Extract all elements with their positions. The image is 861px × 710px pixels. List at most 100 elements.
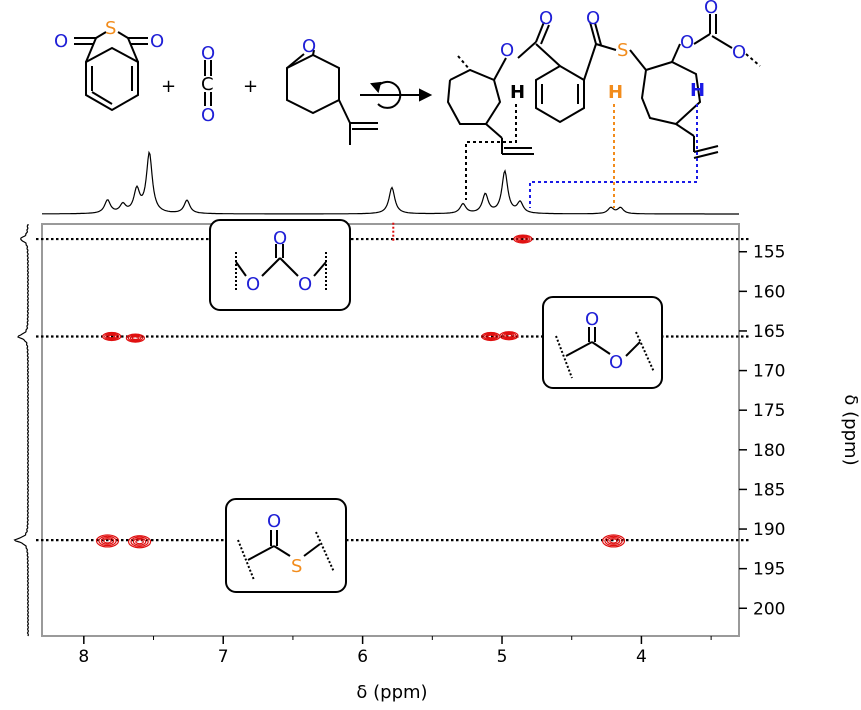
y-tick-label: 170 (753, 362, 785, 382)
contour-ring (130, 536, 149, 547)
contour-ring (102, 331, 122, 342)
cross-peak (513, 234, 533, 244)
assignment-connectors (465, 104, 698, 208)
sulfur-label: S (105, 18, 116, 39)
oxygen-label: O (500, 40, 514, 61)
oxygen-label: O (201, 43, 215, 64)
contour-ring (606, 536, 621, 545)
carbon-projection-spectrum (13, 224, 30, 637)
contour-ring (499, 331, 519, 341)
y-tick-label: 160 (753, 282, 785, 302)
x-tick-label: 6 (357, 647, 368, 667)
oxygen-label: O (609, 352, 623, 373)
y-tick-label: 200 (753, 599, 785, 619)
artifact-dot (392, 222, 395, 225)
contour-ring (104, 332, 120, 341)
proton-label-orange: H (608, 82, 623, 103)
sulfur-label: S (617, 40, 628, 61)
carbon-dioxide (204, 60, 212, 106)
contour-ring (98, 535, 117, 547)
connector-blue (529, 104, 698, 208)
proton-label-blue: H (690, 80, 705, 101)
correlation-contours (95, 222, 626, 549)
contour-ring (505, 333, 513, 338)
oxygen-label: O (539, 8, 553, 29)
contour-ring (517, 236, 529, 242)
y-tick-label: 180 (753, 441, 785, 461)
polymer-product (446, 14, 761, 159)
contour-ring (135, 539, 144, 545)
oxygen-label: O (201, 105, 215, 126)
thioester-inset: O S (225, 498, 347, 593)
contour-ring (100, 536, 115, 545)
correlation-guide-lines (36, 237, 749, 542)
contour-ring (95, 534, 120, 548)
oxygen-label: O (732, 42, 746, 63)
y-axis-label: δ (ppm) (840, 394, 861, 465)
y-tick-label: 185 (753, 480, 785, 500)
cross-peak (601, 534, 626, 548)
oxygen-label: O (680, 32, 694, 53)
cross-peak (481, 331, 501, 342)
y-tick-label: 195 (753, 560, 785, 580)
oxygen-label: O (150, 31, 164, 52)
contour-ring (519, 237, 527, 242)
cross-peak (127, 535, 152, 549)
vinylcyclohexene-oxide (286, 49, 378, 145)
plot-frame (41, 223, 740, 637)
plus-sign: + (161, 76, 176, 97)
y-tick-label: 190 (753, 520, 785, 540)
contour-ring (503, 332, 515, 339)
oxygen-label: O (54, 31, 68, 52)
cross-peak (102, 331, 122, 342)
contour-ring (106, 333, 118, 340)
sulfur-label: S (291, 556, 302, 577)
contour-ring (487, 334, 495, 339)
carbonate-inset: O O O (209, 219, 351, 311)
oxygen-label: O (267, 511, 281, 532)
x-tick-label: 4 (636, 647, 647, 667)
x-tick-label: 8 (78, 647, 89, 667)
artifact-dot (392, 238, 395, 241)
artifact-dot (392, 234, 395, 237)
cross-peak (392, 222, 395, 241)
connector-black (465, 104, 517, 200)
carbon-label: C (201, 74, 214, 95)
contour-ring (604, 535, 623, 547)
oxygen-label: O (586, 8, 600, 29)
oxygen-label: O (273, 228, 287, 249)
plus-sign: + (243, 76, 258, 97)
y-tick-label: 165 (753, 322, 785, 342)
cross-peak (95, 534, 120, 548)
oxygen-label: O (704, 0, 718, 18)
y-tick-label: 175 (753, 401, 785, 421)
contour-ring (483, 332, 499, 341)
contour-ring (108, 334, 116, 339)
proton-projection-spectrum (42, 150, 739, 215)
thiophthalic-anhydride (74, 31, 148, 112)
contour-ring (127, 334, 144, 342)
scheme-labels: S O O + O C O + O O O O S O O O H H H (54, 0, 746, 126)
contour-ring (609, 538, 618, 544)
oxygen-label: O (298, 274, 312, 295)
cross-peak (125, 333, 145, 343)
proton-label-black: H (510, 82, 525, 103)
y-axis: 155 160 165 170 175 180 185 190 195 200 (739, 243, 785, 619)
artifact-dot (392, 230, 395, 233)
oxygen-label: O (302, 36, 316, 57)
contour-ring (501, 331, 517, 340)
contour-ring (515, 235, 531, 243)
contour-ring (601, 534, 626, 548)
reaction-arrow (360, 80, 433, 109)
contour-ring (129, 335, 142, 341)
contour-ring (131, 336, 140, 341)
reaction-scheme (74, 14, 761, 159)
oxygen-label: O (246, 274, 260, 295)
ester-inset: O O (542, 296, 663, 389)
y-tick-label: 155 (753, 243, 785, 263)
contour-ring (132, 537, 147, 546)
contour-ring (125, 333, 145, 343)
